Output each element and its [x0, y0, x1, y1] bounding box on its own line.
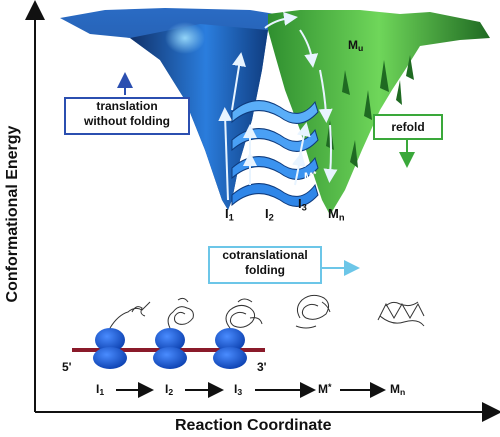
- cotranslational-folding-box: cotranslational folding: [208, 246, 322, 284]
- funnel-highlight: [165, 22, 205, 54]
- sequence-label-i2: I2: [165, 382, 174, 398]
- x-axis-label: Reaction Coordinate: [175, 417, 332, 434]
- mrna-5prime-label: 5': [62, 360, 72, 374]
- ribosome-2: [153, 328, 187, 369]
- translation-box-line2: without folding: [84, 114, 170, 128]
- state-mstar: M*: [304, 170, 317, 183]
- sequence-label-mstar: M*: [318, 382, 332, 397]
- blue-energy-funnel: [60, 8, 275, 210]
- cotrans-box-line2: folding: [245, 263, 285, 277]
- state-mu: Mu: [348, 38, 364, 54]
- cotrans-box-line1: cotranslational: [222, 248, 308, 262]
- ribosome-1: [93, 328, 127, 369]
- translation-without-folding-box: translation without folding: [64, 97, 190, 135]
- cotranslational-stairs: [231, 100, 319, 207]
- sequence-label-mn: Mn: [390, 382, 406, 398]
- refold-box: refold: [373, 114, 443, 140]
- state-i1: I1: [225, 206, 234, 223]
- ribosome-3: [213, 328, 247, 369]
- nascent-chain-i3: [225, 298, 263, 329]
- nascent-chain-i2: [167, 297, 194, 329]
- state-i2: I2: [265, 206, 274, 223]
- molten-globule-mstar: [295, 294, 331, 329]
- native-structure-mn: [377, 301, 425, 327]
- translation-box-line1: translation: [96, 99, 158, 113]
- protein-structures: [109, 294, 425, 329]
- state-mn: Mn: [328, 206, 345, 223]
- folding-path-arrows: [218, 11, 338, 201]
- state-i3: I3: [298, 196, 307, 213]
- nascent-chain-i1: [109, 301, 151, 329]
- green-energy-funnel: [268, 10, 490, 215]
- y-axis-label: Conformational Energy: [4, 125, 21, 303]
- sequence-label-i1: I1: [96, 382, 105, 398]
- mrna-3prime-label: 3': [257, 360, 267, 374]
- sequence-label-i3: I3: [234, 382, 243, 398]
